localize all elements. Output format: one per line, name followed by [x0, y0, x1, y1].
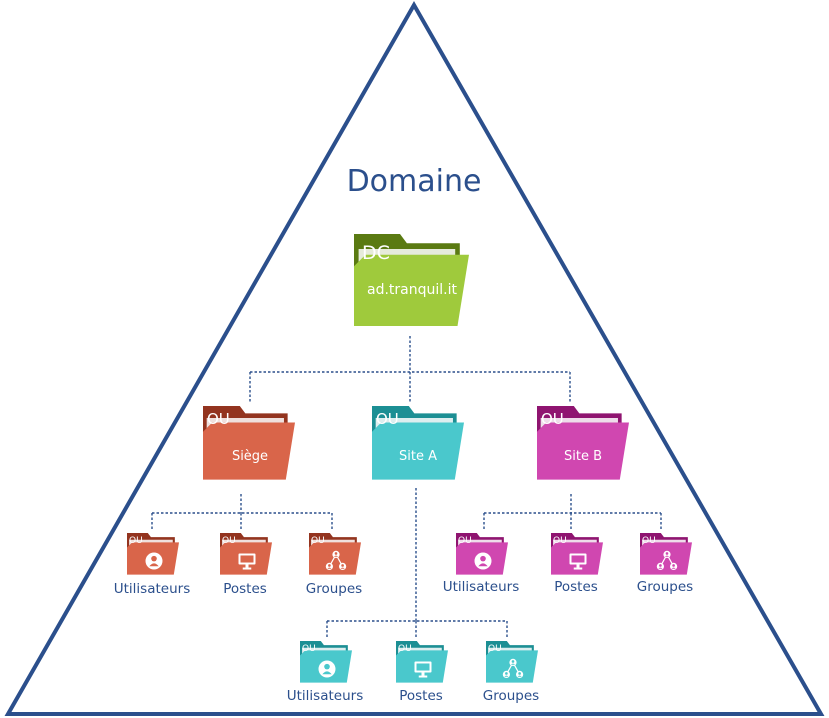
user-icon [145, 552, 163, 570]
group-icon [502, 658, 524, 679]
site-a-name: Site A [399, 449, 437, 464]
siege-name: Siège [232, 449, 268, 464]
monitor-icon [238, 553, 256, 570]
site-a-tag: OU [376, 410, 399, 428]
site-a-child-groupes-folder-front [486, 650, 538, 683]
site-b-child-groupes-tag: OU [642, 536, 656, 546]
site-b-child-postes-label: Postes [554, 579, 598, 595]
site-b-child-postes-tag: OU [553, 536, 567, 546]
domain-title: Domaine [347, 164, 482, 199]
site-b-folder-front [537, 422, 629, 480]
site-a-child-groupes-folder [486, 641, 538, 683]
site-b-child-utilisateurs-label: Utilisateurs [443, 579, 519, 595]
domain-triangle [4, 0, 825, 716]
monitor-icon [569, 553, 587, 570]
site-a-child-postes-tag: OU [398, 644, 412, 654]
siege-child-groupes-folder [309, 533, 361, 575]
site-a-child-postes-label: Postes [399, 688, 443, 704]
site-b-child-groupes-folder [640, 533, 692, 575]
user-icon [318, 660, 336, 678]
site-b-tag: OU [541, 410, 564, 428]
site-a-child-groupes-label: Groupes [483, 688, 539, 704]
site-b-name: Site B [564, 449, 602, 464]
siege-child-postes-label: Postes [223, 581, 267, 597]
siege-child-postes-folder [220, 533, 272, 575]
site-a-folder-front [372, 422, 464, 480]
user-icon [474, 552, 492, 570]
siege-folder [203, 406, 295, 480]
dc-folder-front [354, 254, 469, 326]
site-b-child-groupes-label: Groupes [637, 579, 693, 595]
site-a-child-groupes-tag: OU [488, 644, 502, 654]
site-a-child-utilisateurs-tag: OU [302, 644, 316, 654]
siege-child-groupes-tag: OU [311, 536, 325, 546]
siege-child-groupes-folder-front [309, 542, 361, 575]
siege-folder-front [203, 422, 295, 480]
group-icon [656, 550, 678, 571]
site-a-folder [372, 406, 464, 480]
dc-name: ad.tranquil.it [367, 282, 457, 298]
siege-child-groupes-label: Groupes [306, 581, 362, 597]
site-b-child-utilisateurs-tag: OU [458, 536, 472, 546]
dc-tag: DC [362, 242, 390, 264]
connectors [151, 336, 662, 637]
site-a-child-utilisateurs-label: Utilisateurs [287, 688, 363, 704]
site-b-child-utilisateurs-folder [456, 533, 508, 575]
group-icon [325, 550, 347, 571]
site-b-child-postes-folder [551, 533, 603, 575]
dc-folder [354, 234, 469, 326]
siege-child-postes-tag: OU [222, 536, 236, 546]
siege-tag: OU [207, 410, 230, 428]
monitor-icon [414, 661, 432, 678]
labels: DCad.tranquil.itOUSiègeOUUtilisateursOUP… [114, 242, 693, 704]
siege-child-utilisateurs-tag: OU [129, 536, 143, 546]
site-b-child-groupes-folder-front [640, 542, 692, 575]
site-b-folder [537, 406, 629, 480]
siege-child-utilisateurs-label: Utilisateurs [114, 581, 190, 597]
